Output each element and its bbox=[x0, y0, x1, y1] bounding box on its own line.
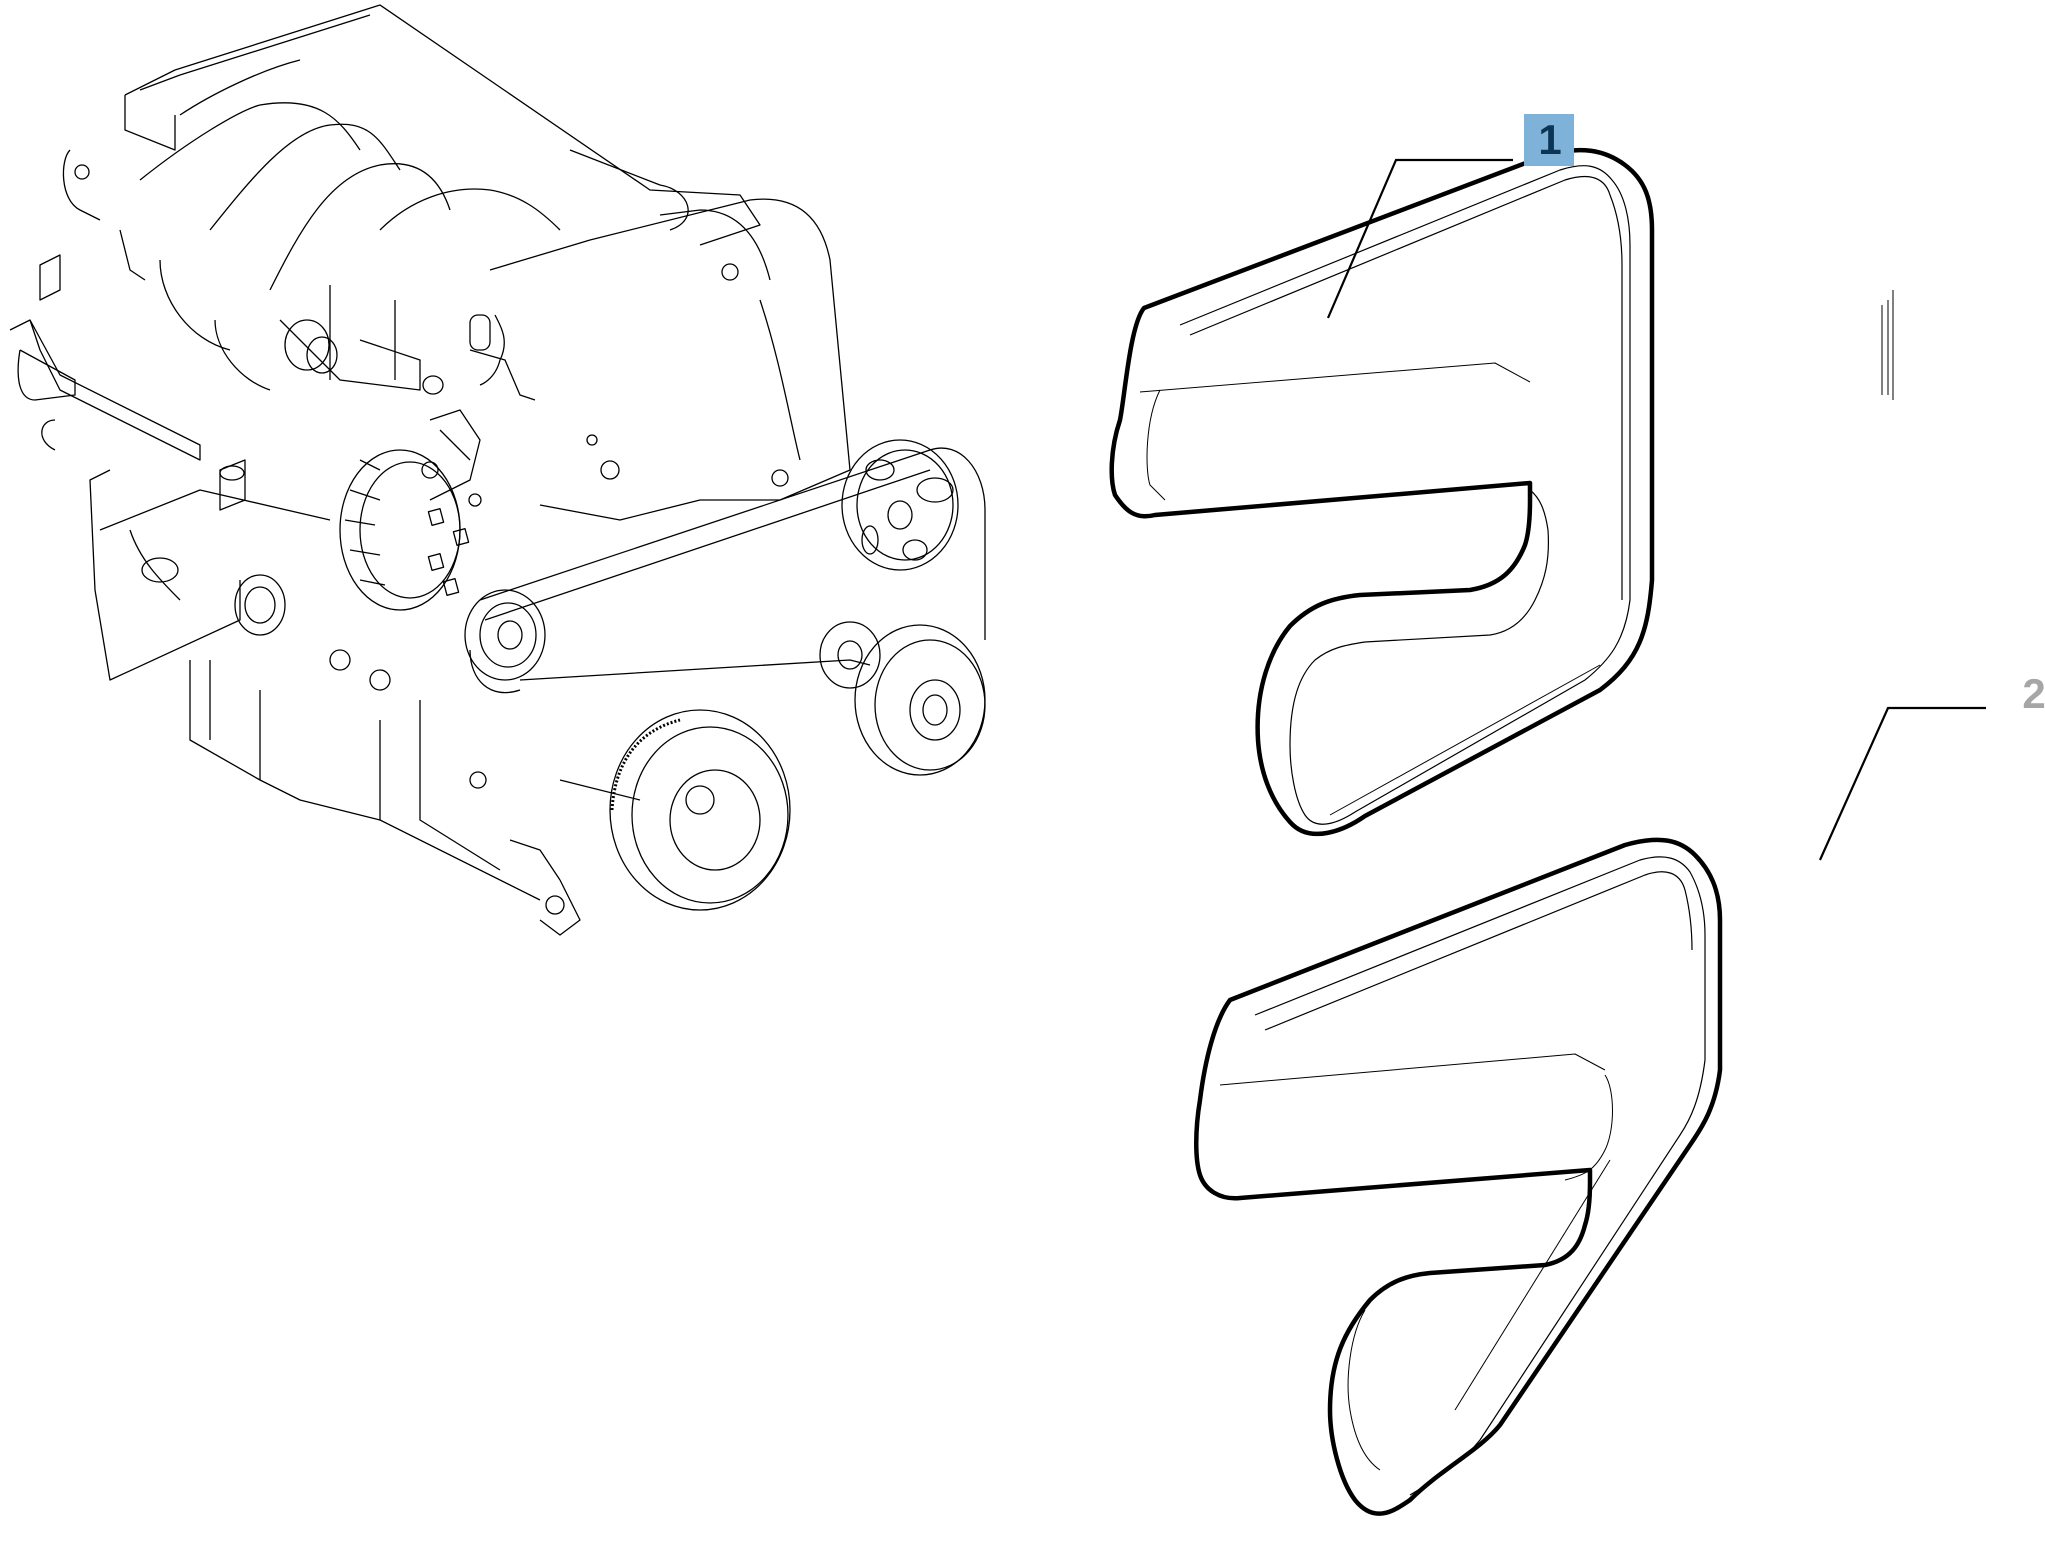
callout-1-label[interactable]: 1 bbox=[1538, 116, 1562, 163]
engine-assembly[interactable] bbox=[9, 4, 986, 936]
belt-2[interactable] bbox=[1194, 837, 1723, 1516]
leader-line-1 bbox=[1326, 158, 1513, 319]
callout-2-label[interactable]: 2 bbox=[2022, 670, 2045, 717]
belt-1[interactable] bbox=[1109, 147, 1894, 837]
callout-1-box bbox=[1524, 114, 1574, 166]
leader-line-2 bbox=[1818, 706, 1986, 861]
leader-lines bbox=[1326, 158, 1986, 861]
